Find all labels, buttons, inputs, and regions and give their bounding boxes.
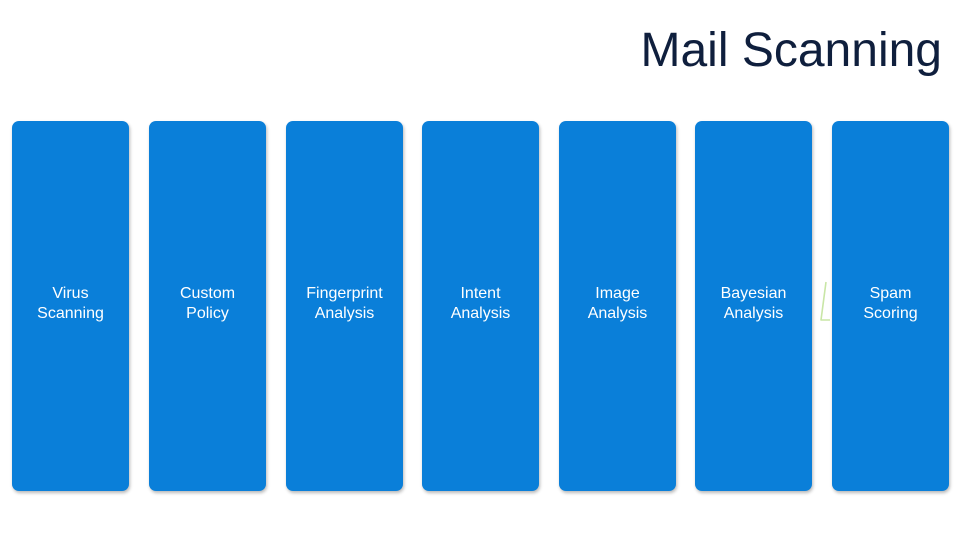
step-box-image-analysis: Image Analysis [559,121,676,491]
step-box-bayesian-analysis: Bayesian Analysis [695,121,812,491]
step-box-virus-scanning: Virus Scanning [12,121,129,491]
step-label: Custom Policy [179,285,236,322]
step-label: Spam Scoring [863,285,918,322]
step-connector-shape [820,281,830,321]
slide-title: Mail Scanning [640,24,943,77]
scanning-steps: Virus Scanning Custom Policy Fingerprint… [12,121,950,491]
step-label: Virus Scanning [37,285,104,322]
step-box-custom-policy: Custom Policy [149,121,266,491]
step-box-spam-scoring: Spam Scoring [832,121,949,491]
step-label: Intent Analysis [450,285,511,322]
step-box-intent-analysis: Intent Analysis [422,121,539,491]
step-label: Fingerprint Analysis [306,285,383,322]
step-label: Bayesian Analysis [720,285,787,322]
step-box-fingerprint-analysis: Fingerprint Analysis [286,121,403,491]
step-label: Image Analysis [587,285,648,322]
